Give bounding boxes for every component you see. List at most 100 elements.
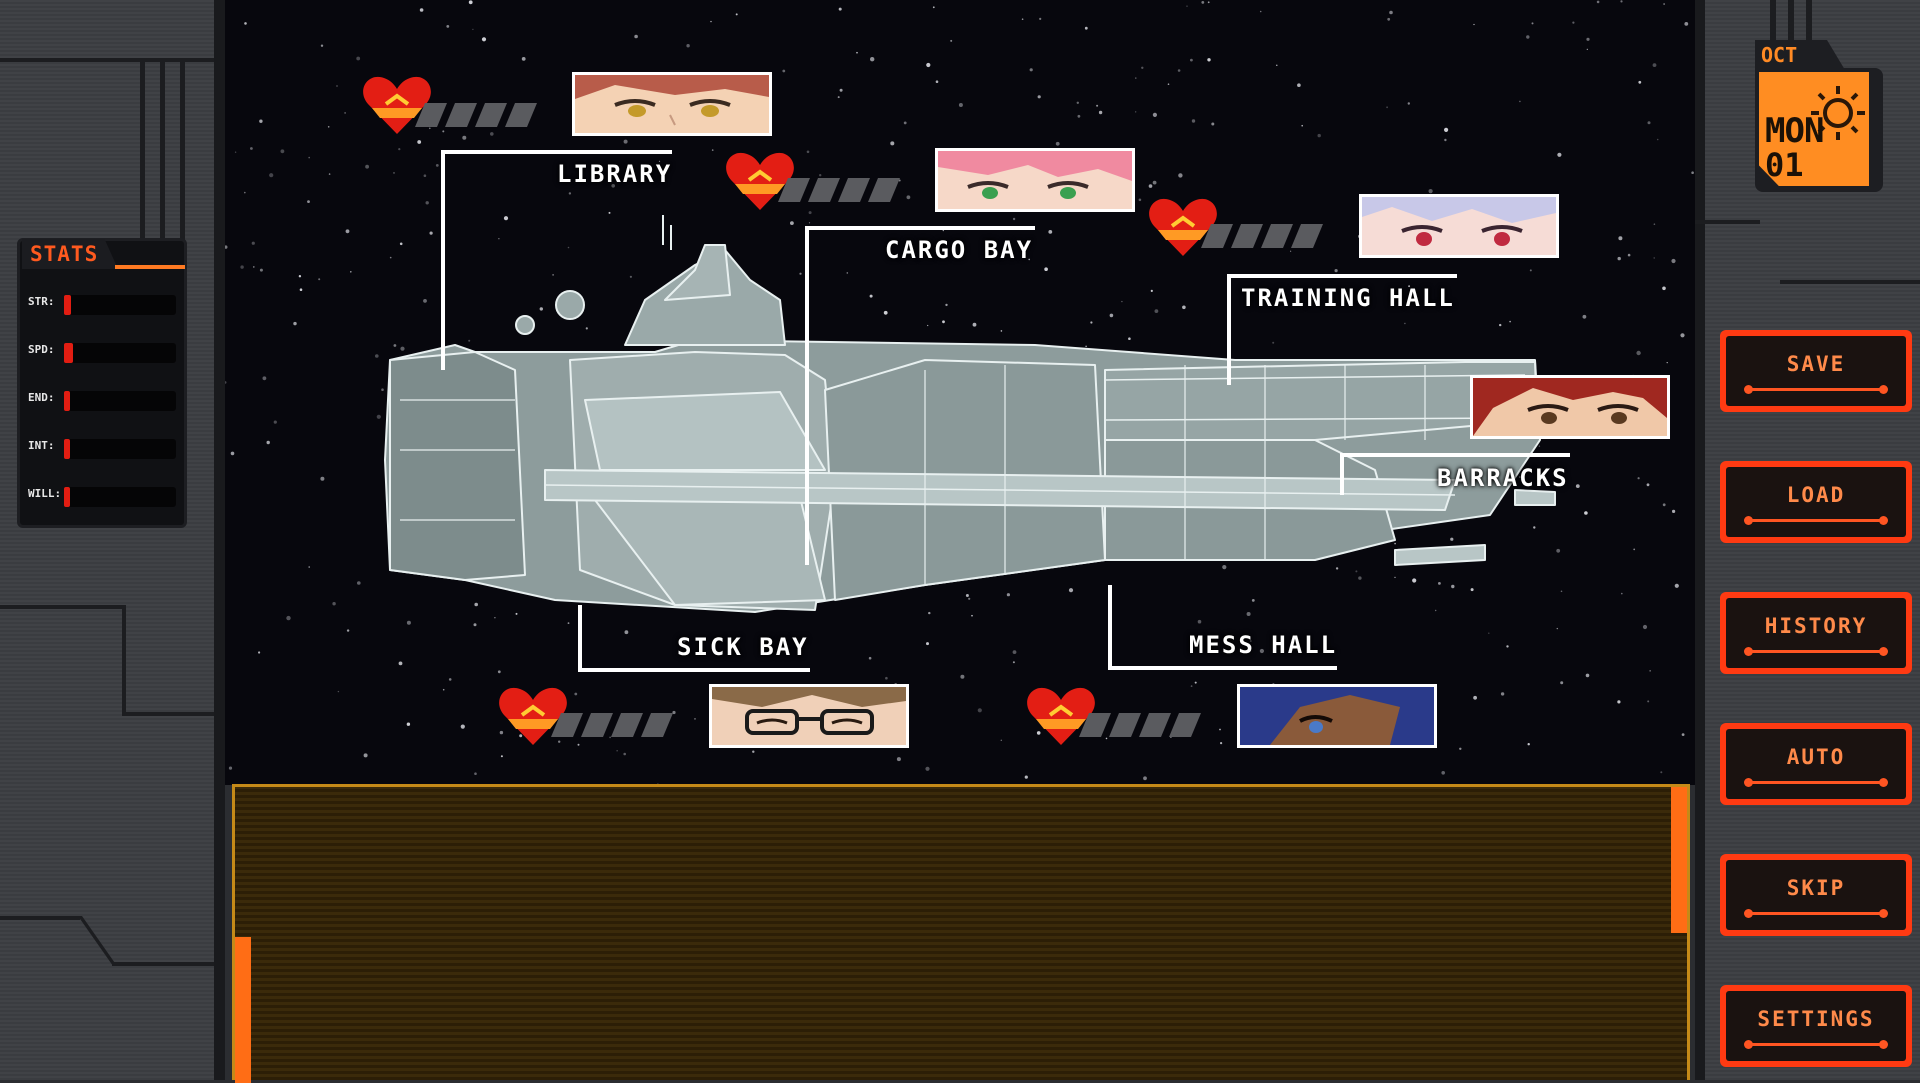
location-barracks[interactable]: BARRACKS (1437, 464, 1569, 492)
star (1519, 476, 1521, 478)
star (225, 245, 228, 249)
star (856, 51, 858, 54)
star (1246, 612, 1251, 616)
star (1444, 138, 1447, 142)
star (365, 164, 369, 169)
affection-heart-icon (499, 687, 567, 745)
stats-panel: STATS STR: SPD: END: INT: WILL: (17, 238, 187, 528)
star (1647, 121, 1651, 125)
star (1186, 5, 1188, 7)
affection-bar (1079, 713, 1201, 737)
star (1358, 576, 1362, 580)
star (240, 265, 244, 269)
star (423, 299, 427, 303)
star (498, 238, 500, 240)
star (228, 766, 233, 770)
spaceship-icon (384, 215, 1556, 613)
star (293, 321, 297, 326)
star (1672, 509, 1676, 513)
star (1633, 548, 1636, 551)
panel-seam (180, 60, 185, 250)
dialogue-box[interactable] (232, 784, 1690, 1083)
panel-seam (1780, 280, 1920, 284)
star (269, 173, 274, 178)
location-library[interactable]: LIBRARY (557, 160, 673, 188)
location-cargo-bay[interactable]: CARGO BAY (885, 236, 1034, 264)
load-button[interactable]: LOAD (1720, 461, 1912, 543)
star (503, 216, 509, 221)
star (1441, 771, 1445, 775)
star (350, 271, 352, 273)
star (417, 140, 422, 144)
portrait-mess-hall[interactable] (1237, 684, 1437, 748)
character-face-icon (938, 151, 1132, 209)
star (1556, 627, 1559, 630)
star (1671, 258, 1676, 264)
star (1012, 661, 1015, 664)
star (1012, 650, 1017, 654)
stats-title-underline (115, 265, 185, 269)
star (682, 640, 686, 643)
skip-button[interactable]: SKIP (1720, 854, 1912, 936)
star (1586, 48, 1588, 51)
character-face-icon (712, 687, 906, 745)
affection-bar (1201, 224, 1323, 248)
auto-button[interactable]: AUTO (1720, 723, 1912, 805)
button-rail (1744, 1040, 1888, 1049)
star (423, 174, 427, 177)
star (1000, 330, 1003, 332)
star (1021, 18, 1024, 21)
star (942, 320, 945, 324)
portrait-training-hall[interactable] (1359, 194, 1559, 258)
star (1560, 681, 1564, 685)
star (499, 730, 504, 735)
stat-bar-fill (64, 391, 70, 411)
settings-button[interactable]: SETTINGS (1720, 985, 1912, 1067)
star (616, 750, 618, 752)
stats-title: STATS (22, 239, 118, 269)
portrait-cargo-bay[interactable] (935, 148, 1135, 212)
history-button[interactable]: HISTORY (1720, 592, 1912, 674)
star (623, 752, 626, 756)
star (307, 200, 310, 204)
stat-row-will: WILL: (28, 483, 178, 511)
history-button-label: HISTORY (1764, 614, 1868, 638)
star (299, 288, 303, 292)
callout-lines (441, 150, 1570, 672)
stat-bar-fill (64, 295, 71, 315)
star (273, 420, 277, 424)
location-mess-hall[interactable]: MESS HALL (1189, 631, 1338, 659)
location-training-hall[interactable]: TRAINING HALL (1241, 284, 1455, 312)
star (320, 44, 324, 47)
star (398, 148, 401, 151)
button-rail (1744, 647, 1888, 656)
star (473, 623, 477, 627)
star (399, 242, 403, 246)
star (552, 274, 554, 276)
stat-bar (64, 391, 176, 411)
star (462, 135, 467, 140)
star (1251, 599, 1255, 602)
button-rail (1744, 516, 1888, 525)
save-button[interactable]: SAVE (1720, 330, 1912, 412)
star (558, 740, 561, 743)
star (258, 651, 261, 654)
button-rail (1744, 385, 1888, 394)
panel-seam (1788, 0, 1794, 40)
star (819, 174, 822, 177)
star (225, 381, 227, 384)
star (903, 121, 907, 125)
location-sick-bay[interactable]: SICK BAY (677, 633, 809, 661)
star (898, 179, 901, 182)
star (624, 630, 629, 635)
settings-button-label: SETTINGS (1757, 1007, 1875, 1031)
star (1143, 776, 1147, 781)
star (868, 656, 872, 660)
ship-map: LIBRARY CARGO BAY (225, 0, 1695, 785)
star (926, 642, 929, 646)
star (1190, 685, 1193, 687)
portrait-library[interactable] (572, 72, 772, 136)
portrait-barracks[interactable] (1470, 375, 1670, 439)
portrait-sick-bay[interactable] (709, 684, 909, 748)
star (1586, 37, 1590, 41)
